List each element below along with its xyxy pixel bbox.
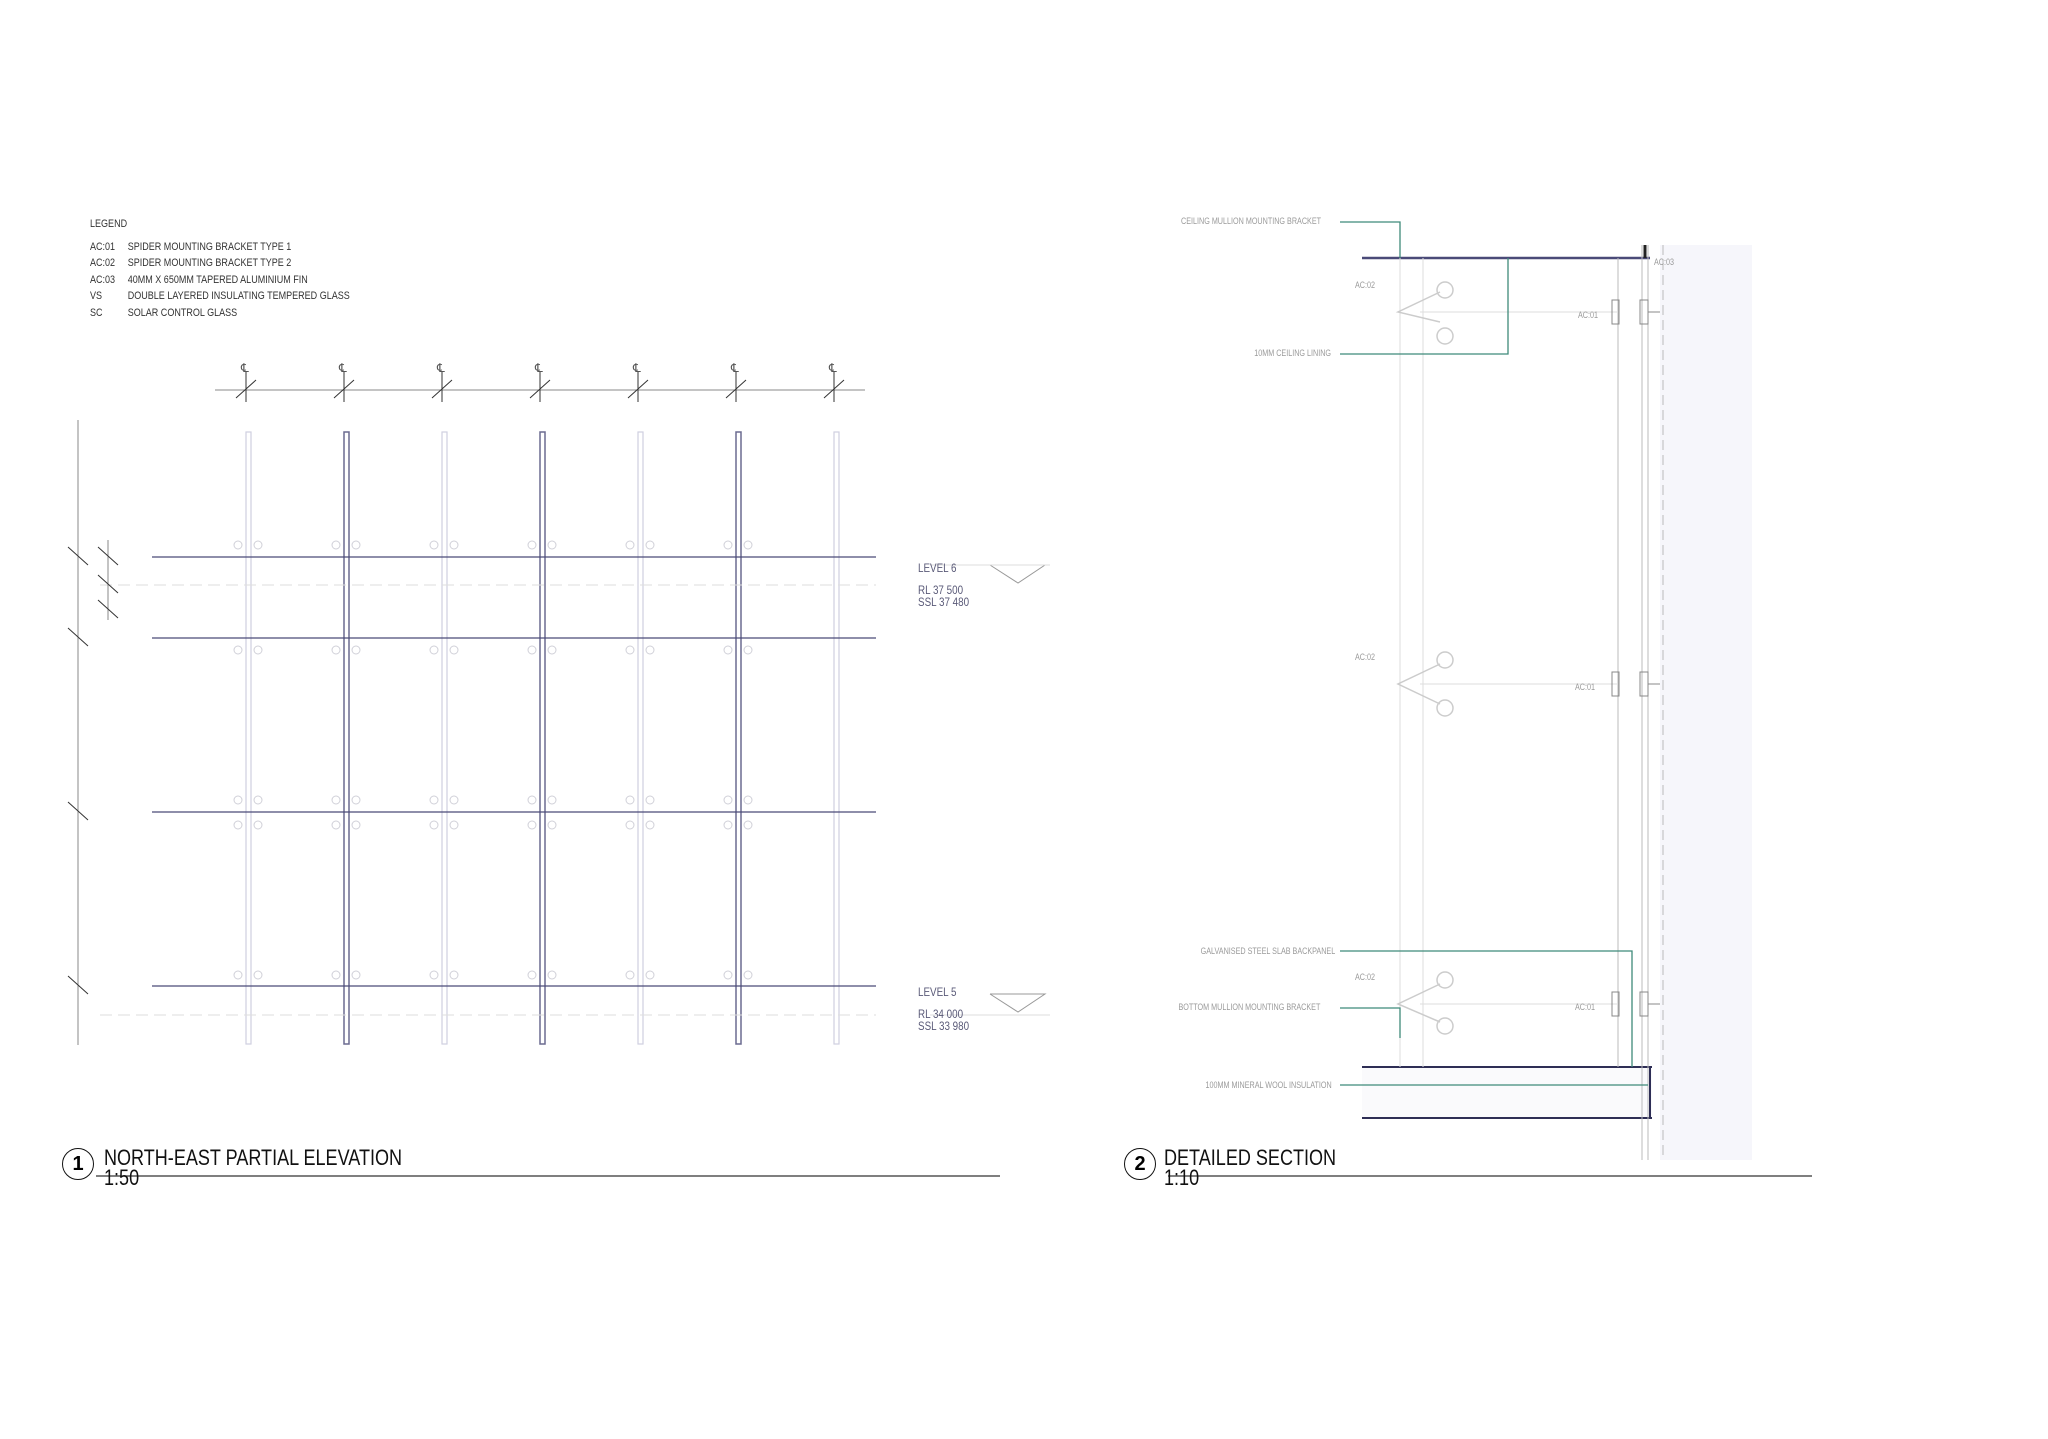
tag-ac03: AC:03: [1654, 257, 1675, 267]
tag-ac01: AC:01: [1578, 310, 1599, 320]
note-ceiling-bracket: CEILING MULLION MOUNTING BRACKET: [1180, 216, 1321, 226]
elevation-transoms: [152, 556, 876, 987]
centerline-marks: ℄ ℄ ℄ ℄ ℄ ℄ ℄: [240, 361, 837, 375]
elevation-mullions: [245, 431, 840, 1045]
drawing-number-badge: 1: [62, 1148, 94, 1180]
svg-text:℄: ℄: [240, 361, 249, 375]
level-markers: [930, 564, 1050, 1016]
section-glazing: [1399, 245, 1664, 1160]
svg-text:℄: ℄: [338, 361, 347, 375]
tag-ac02: AC:02: [1355, 280, 1376, 290]
cladding-zone: [1660, 245, 1752, 1160]
tag-ac02: AC:02: [1355, 972, 1376, 982]
drawing-number-badge: 2: [1124, 1148, 1156, 1180]
section-slabs: [1362, 256, 1652, 1119]
level-6-label: LEVEL 6 RL 37 500 SSL 37 480: [918, 561, 970, 609]
note-backpanel: GALVANISED STEEL SLAB BACKPANEL: [1200, 946, 1335, 956]
level-5-label: LEVEL 5 RL 34 000 SSL 33 980: [918, 985, 970, 1033]
svg-text:℄: ℄: [632, 361, 641, 375]
svg-text:℄: ℄: [828, 361, 837, 375]
section-title: DETAILED SECTION 1:10: [1164, 1145, 1337, 1190]
leader-lines: [1340, 221, 1648, 1086]
elevation-title: NORTH-EAST PARTIAL ELEVATION 1:50: [104, 1145, 403, 1190]
tag-ac01: AC:01: [1575, 1002, 1596, 1012]
elevation-grid-dimensions: [215, 372, 865, 402]
spider-brackets: [1395, 281, 1618, 1035]
tag-ac01: AC:01: [1575, 682, 1596, 692]
ac01-brackets: [1611, 299, 1660, 1017]
svg-text:℄: ℄: [730, 361, 739, 375]
tag-ac02: AC:02: [1355, 652, 1376, 662]
note-bottom-bracket: BOTTOM MULLION MOUNTING BRACKET: [1178, 1002, 1320, 1012]
slab-dashed-lines: [100, 584, 876, 1016]
spider-bracket-markers: [233, 540, 753, 980]
legend-title: LEGEND: [90, 218, 128, 230]
note-ceiling-lining: 10MM CEILING LINING: [1254, 348, 1331, 358]
svg-text:℄: ℄: [436, 361, 445, 375]
note-insulation: 100MM MINERAL WOOL INSULATION: [1205, 1080, 1332, 1090]
elevation-vertical-dimensions: [67, 420, 119, 1045]
svg-text:℄: ℄: [534, 361, 543, 375]
